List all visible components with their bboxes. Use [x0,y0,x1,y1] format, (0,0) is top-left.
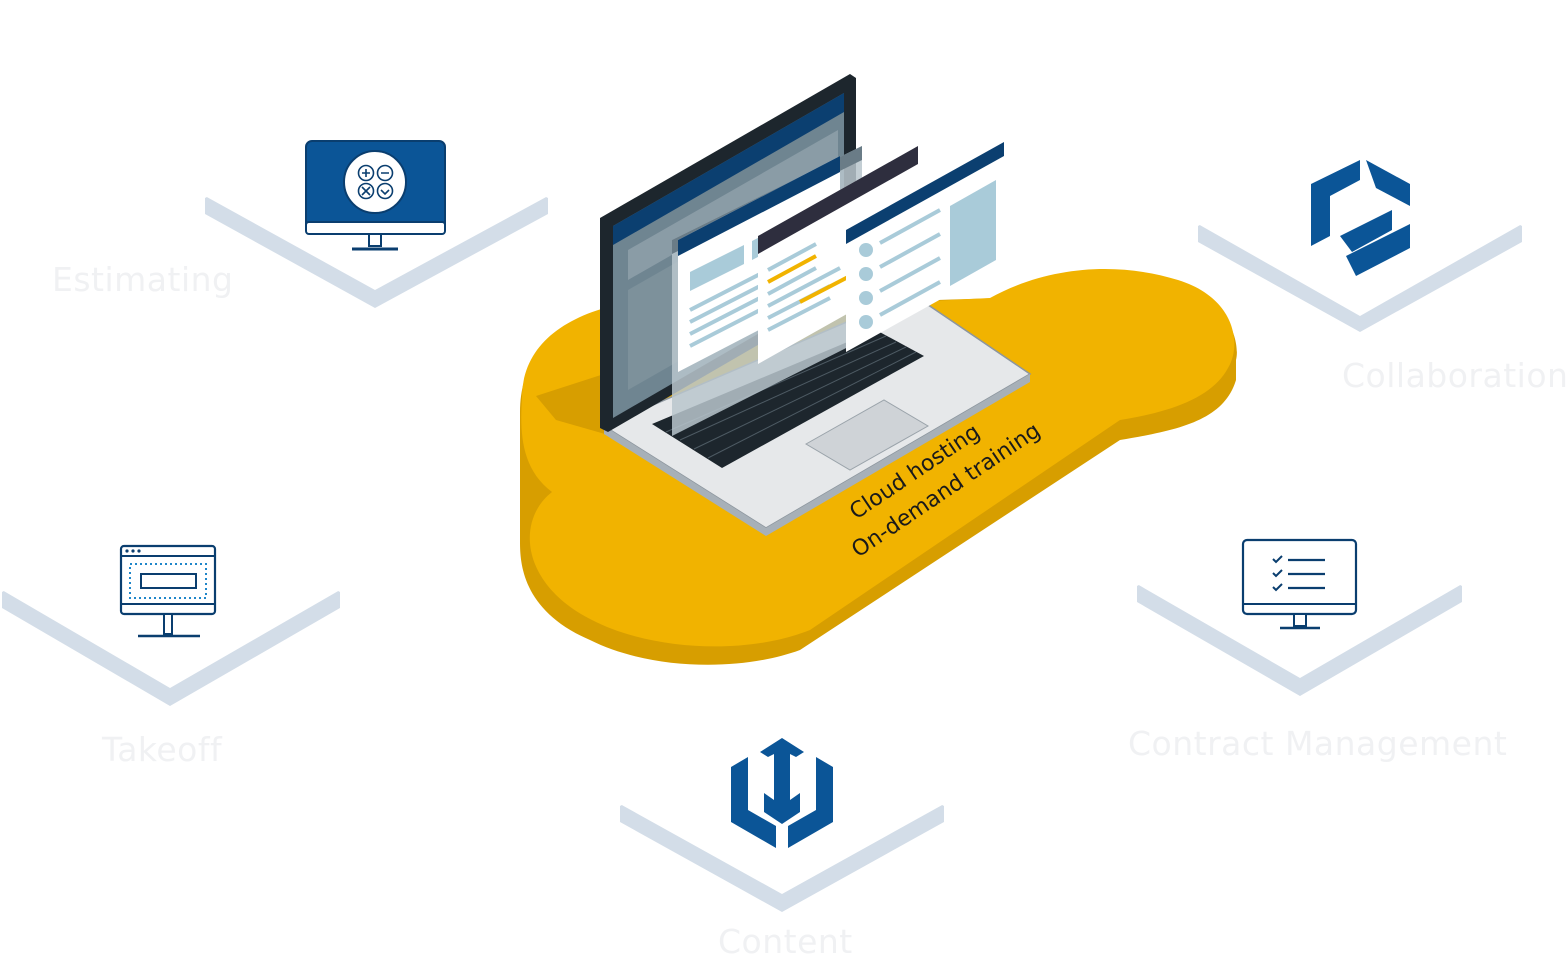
label-estimating: Estimating [52,260,234,299]
window-right [846,142,1004,352]
label-collaboration: Collaboration [1342,356,1566,395]
label-contract-management: Contract Management [1128,724,1508,763]
takeoff-monitor-icon [119,544,217,638]
calculator-monitor-icon [305,140,446,251]
label-content: Content [718,922,853,961]
content-download-hex-icon [731,738,833,848]
collaboration-hex-icon [1311,160,1410,276]
checklist-monitor-icon [1241,538,1358,630]
label-takeoff: Takeoff [102,730,223,769]
window-middle [758,146,918,364]
